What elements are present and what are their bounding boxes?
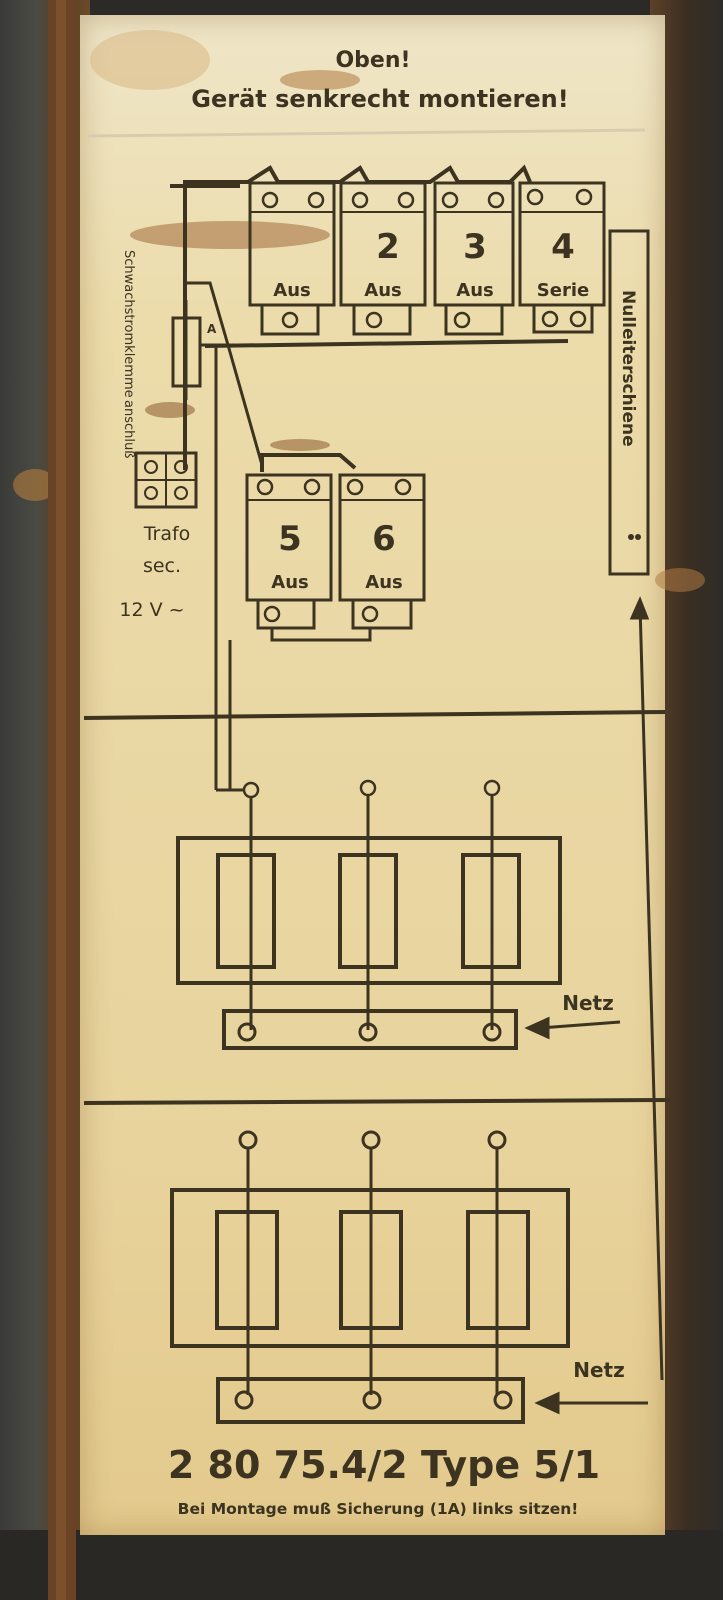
section-divider-2 xyxy=(83,1098,671,1105)
switch-block-1 xyxy=(176,779,562,1050)
model-label: 2 80 75.4/2 Type 5/1 xyxy=(168,1443,600,1487)
montage-note: Bei Montage muß Sicherung (1A) links sit… xyxy=(178,1500,579,1518)
breaker-2-number: 2 xyxy=(376,227,400,267)
breaker-4: 4 Serie xyxy=(518,181,606,334)
netz-label-2: Netz xyxy=(573,1358,625,1382)
netz-label-1: Netz xyxy=(562,991,614,1015)
breaker-5: 5 Aus xyxy=(245,473,333,630)
voltage-label: 12 V ~ xyxy=(119,599,184,621)
sec-label: sec. xyxy=(143,555,181,577)
fuse-holder xyxy=(171,281,235,400)
stains xyxy=(13,30,705,592)
breaker-6-number: 6 xyxy=(372,519,396,559)
breaker-3-number: 3 xyxy=(463,227,487,267)
breaker-4-label: Serie xyxy=(537,280,589,301)
breaker-1: Aus xyxy=(248,181,336,336)
breaker-2: 2 Aus xyxy=(339,181,427,336)
breaker-5-label: Aus xyxy=(271,572,308,593)
breaker-6-label: Aus xyxy=(365,572,402,593)
schwachstrom-label: Schwachstromklemme xyxy=(121,250,136,398)
top-busbar xyxy=(170,164,532,470)
anschluss-label: anschluß xyxy=(121,400,136,458)
mid-connector xyxy=(270,628,372,642)
section-divider-1 xyxy=(83,710,666,720)
left-wiring xyxy=(214,344,264,792)
nulleiter-label: Nulleiterschiene xyxy=(618,290,638,447)
nulleiter-bar: Nulleiterschiene xyxy=(608,229,650,576)
breaker-1-label: Aus xyxy=(273,280,310,301)
breaker-3-label: Aus xyxy=(456,280,493,301)
breaker-4-number: 4 xyxy=(551,227,575,267)
breaker-2-label: Aus xyxy=(364,280,401,301)
top-rule xyxy=(87,128,646,138)
bottom-frame xyxy=(0,1530,723,1600)
trafo-terminal xyxy=(134,451,198,509)
breaker-5-number: 5 xyxy=(278,519,302,559)
netz-arrow-2 xyxy=(534,1391,648,1415)
breaker-3: 3 Aus xyxy=(433,181,515,336)
trafo-label: Trafo xyxy=(143,523,191,545)
top-neutral-line xyxy=(204,339,569,348)
fuse-label: A xyxy=(207,322,217,336)
switch-block-2 xyxy=(170,1130,570,1424)
mid-busbar xyxy=(260,453,357,472)
breaker-6: 6 Aus xyxy=(338,473,426,630)
netz-arrow-1 xyxy=(524,1016,621,1040)
nulleiter-arrow xyxy=(629,596,664,1381)
rust-edge-left xyxy=(48,0,76,1600)
header-line1: Oben! xyxy=(335,48,410,73)
header-line2: Gerät senkrecht montieren! xyxy=(191,85,568,113)
